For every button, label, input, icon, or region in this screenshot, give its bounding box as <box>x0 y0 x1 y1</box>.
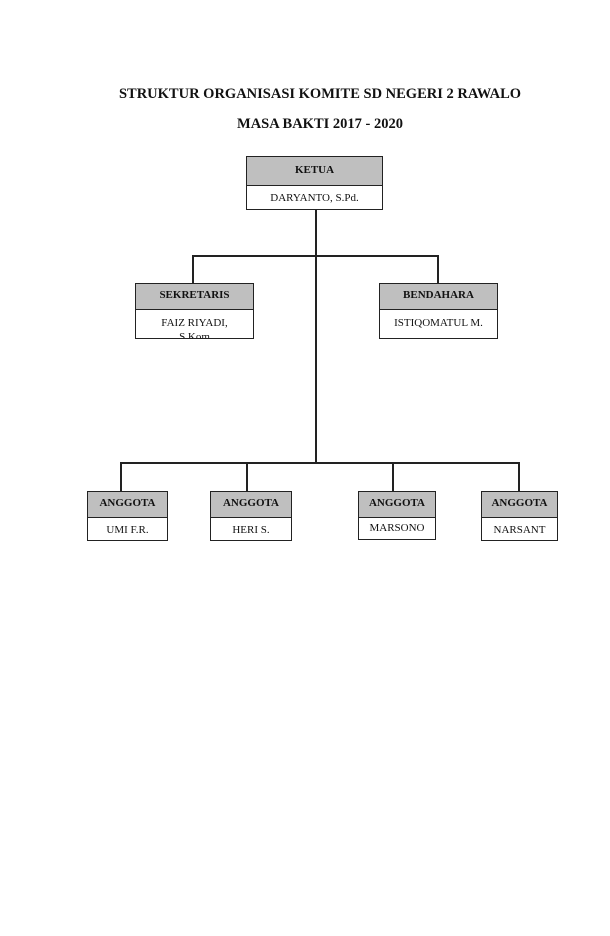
ketua-box: KETUA DARYANTO, S.Pd. <box>246 156 383 210</box>
bendahara-name: ISTIQOMATUL M. <box>394 317 483 329</box>
sekretaris-box: SEKRETARIS FAIZ RIYADI, S.Kom <box>135 283 254 339</box>
connector-line <box>246 462 248 492</box>
anggota-box: ANGGOTA HERI S. <box>210 491 292 541</box>
anggota-role: ANGGOTA <box>482 492 557 518</box>
connector-line <box>315 209 317 464</box>
connector-line <box>192 255 439 257</box>
anggota-role: ANGGOTA <box>211 492 291 518</box>
anggota-role: ANGGOTA <box>88 492 167 518</box>
anggota-box: ANGGOTA NARSANT <box>481 491 558 541</box>
bendahara-box: BENDAHARA ISTIQOMATUL M. <box>379 283 498 339</box>
anggota-name: MARSONO <box>369 522 425 534</box>
anggota-name: HERI S. <box>232 524 270 536</box>
document-subtitle: MASA BAKTI 2017 - 2020 <box>237 116 403 132</box>
connector-line <box>192 255 194 284</box>
anggota-name: UMI F.R. <box>106 524 149 536</box>
connector-line <box>392 462 394 492</box>
sekretaris-name: FAIZ RIYADI, <box>161 317 228 329</box>
bendahara-role: BENDAHARA <box>380 284 497 310</box>
anggota-role: ANGGOTA <box>359 492 435 518</box>
sekretaris-role: SEKRETARIS <box>136 284 253 310</box>
ketua-name: DARYANTO, S.Pd. <box>270 192 359 204</box>
connector-line <box>120 462 520 464</box>
anggota-box: ANGGOTA UMI F.R. <box>87 491 168 541</box>
anggota-name: NARSANT <box>493 524 546 536</box>
connector-line <box>120 462 122 492</box>
connector-line <box>437 255 439 284</box>
connector-line <box>518 462 520 492</box>
ketua-role: KETUA <box>247 157 382 186</box>
document-title: STRUKTUR ORGANISASI KOMITE SD NEGERI 2 R… <box>118 86 522 102</box>
sekretaris-name-continued: S.Kom <box>179 331 210 339</box>
anggota-box: ANGGOTA MARSONO <box>358 491 436 540</box>
